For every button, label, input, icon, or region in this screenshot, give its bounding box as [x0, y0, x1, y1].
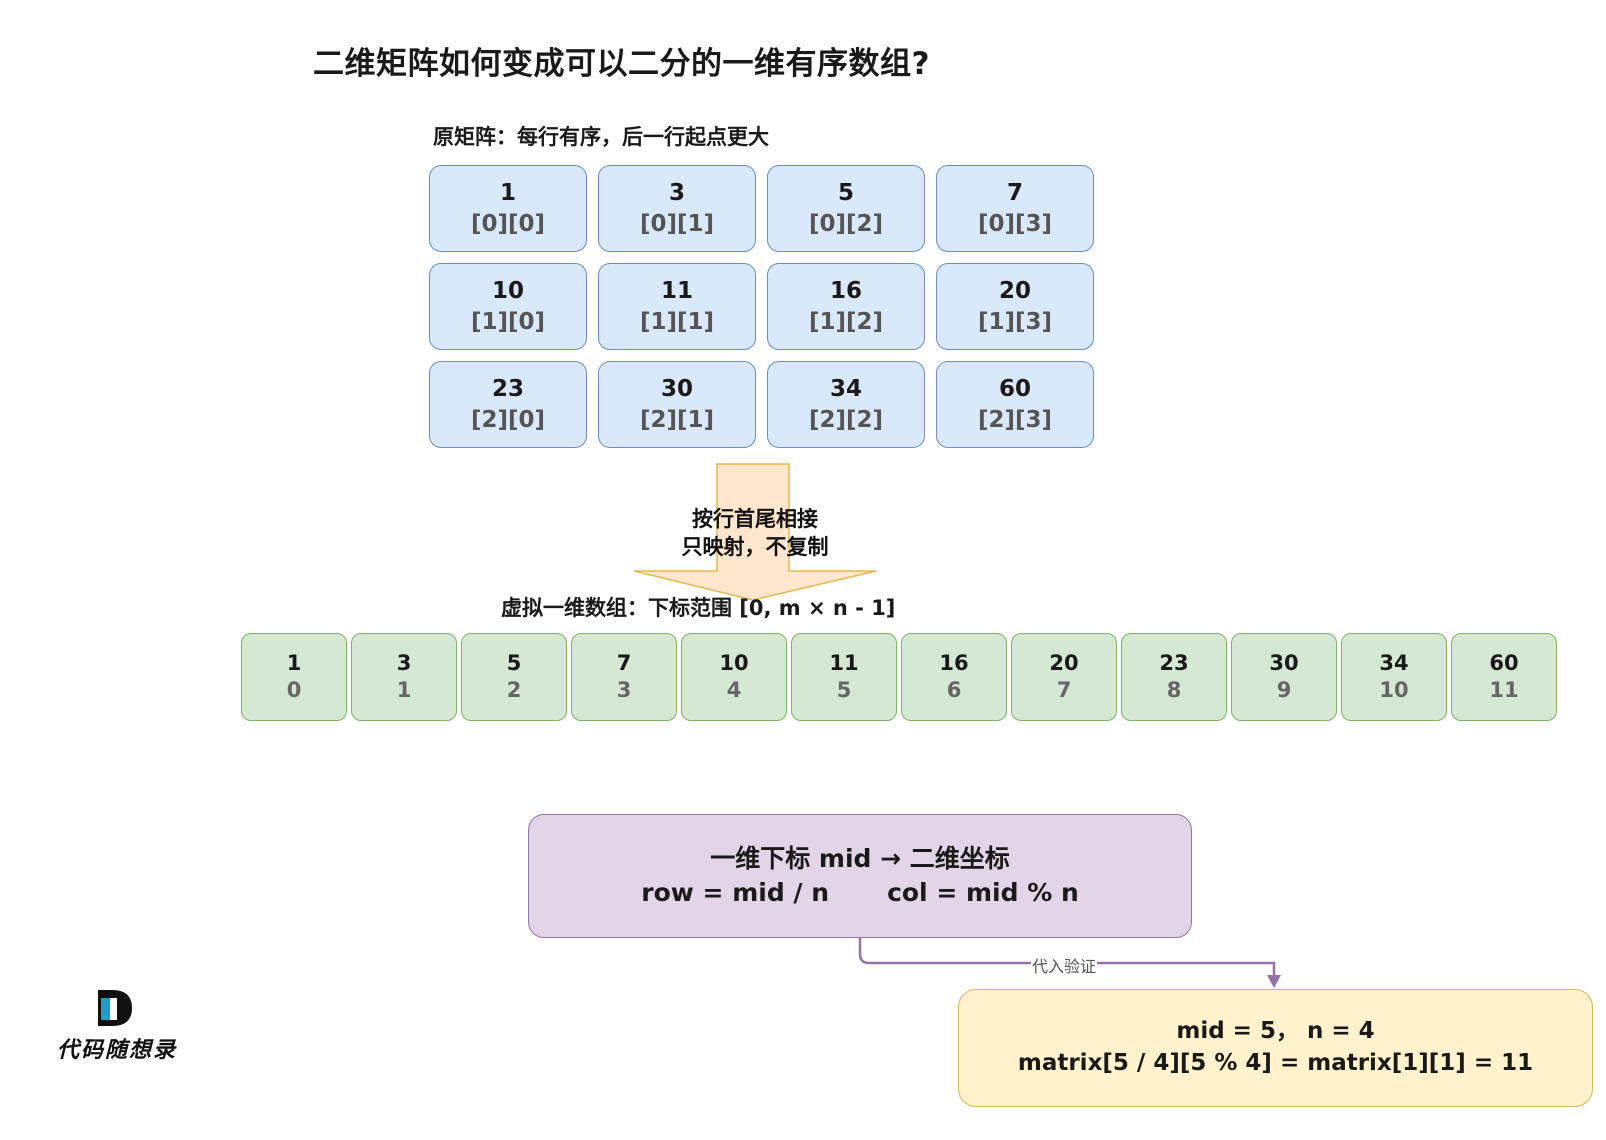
cell-index: [1][1] [639, 308, 715, 335]
array-index: 7 [1056, 678, 1072, 702]
matrix-cell: 5 [0][2] [767, 165, 925, 252]
cell-value: 23 [491, 376, 524, 403]
cell-index: [0][1] [639, 210, 715, 237]
array-index: 11 [1489, 678, 1519, 702]
matrix-cell: 16 [1][2] [767, 263, 925, 350]
array-index: 1 [396, 678, 412, 702]
down-arrow-icon [633, 463, 877, 601]
cell-value: 7 [1006, 180, 1023, 207]
array-index: 6 [946, 678, 962, 702]
array-value: 23 [1159, 650, 1189, 675]
matrix-cell: 20 [1][3] [936, 263, 1094, 350]
cell-index: [1][3] [977, 308, 1053, 335]
array-value: 11 [829, 650, 859, 675]
array-value: 20 [1049, 650, 1079, 675]
cell-index: [2][0] [470, 406, 546, 433]
array-label: 虚拟一维数组：下标范围 [0, m × n - 1] [501, 596, 896, 620]
cell-index: [0][3] [977, 210, 1053, 237]
array-index: 2 [506, 678, 522, 702]
row-formula: row = mid / n [641, 878, 830, 907]
array-index: 4 [726, 678, 742, 702]
cell-index: [1][2] [808, 308, 884, 335]
cell-value: 11 [660, 278, 693, 305]
matrix-cell: 3 [0][1] [598, 165, 756, 252]
matrix-cell: 60 [2][3] [936, 361, 1094, 448]
cell-value: 20 [998, 278, 1031, 305]
matrix-cell: 34 [2][2] [767, 361, 925, 448]
array-value: 7 [616, 650, 632, 675]
matrix-cell: 1 [0][0] [429, 165, 587, 252]
cell-index: [0][0] [470, 210, 546, 237]
array-value: 34 [1379, 650, 1409, 675]
array-value: 3 [396, 650, 412, 675]
array-value: 10 [719, 650, 749, 675]
cell-value: 16 [829, 278, 862, 305]
cell-index: [2][1] [639, 406, 715, 433]
cell-value: 1 [499, 180, 516, 207]
formula-box: 一维下标 mid → 二维坐标 row = mid / n col = mid … [528, 814, 1192, 938]
connector-label: 代入验证 [1031, 953, 1098, 977]
cell-value: 30 [660, 376, 693, 403]
cell-index: [2][3] [977, 406, 1053, 433]
logo-text: 代码随想录 [56, 1037, 177, 1063]
array-value: 30 [1269, 650, 1299, 675]
array-value: 1 [286, 650, 302, 675]
array-value: 5 [506, 650, 522, 675]
d-logo-icon [98, 990, 132, 1026]
arrow-shape [633, 463, 877, 601]
array-index: 3 [616, 678, 632, 702]
array-index: 5 [836, 678, 852, 702]
array-value: 16 [939, 650, 969, 675]
matrix-label: 原矩阵：每行有序，后一行起点更大 [433, 125, 769, 149]
example-box: mid = 5， n = 4 matrix[5 / 4][5 % 4] = ma… [958, 989, 1593, 1107]
arrow-caption-line1: 按行首尾相接 [692, 507, 818, 531]
matrix-cell: 10 [1][0] [429, 263, 587, 350]
matrix-cell: 30 [2][1] [598, 361, 756, 448]
example-line2: matrix[5 / 4][5 % 4] = matrix[1][1] = 11 [1017, 1050, 1534, 1076]
diagram-title: 二维矩阵如何变成可以二分的一维有序数组? [313, 46, 930, 82]
cell-index: [2][2] [808, 406, 884, 433]
array-value: 60 [1489, 650, 1519, 675]
connector-arrowhead-icon [1267, 975, 1281, 988]
matrix-cell: 11 [1][1] [598, 263, 756, 350]
arrow-caption-line2: 只映射，不复制 [681, 535, 829, 560]
cell-index: [1][0] [470, 308, 546, 335]
array-index: 9 [1276, 678, 1292, 702]
formula-heading: 一维下标 mid → 二维坐标 [710, 843, 1010, 873]
arrow-caption: 按行首尾相接 只映射，不复制 [645, 505, 865, 562]
cell-index: [0][2] [808, 210, 884, 237]
matrix-cell: 7 [0][3] [936, 165, 1094, 252]
array-index: 0 [286, 678, 302, 702]
array-index: 10 [1379, 678, 1409, 702]
array-index: 8 [1166, 678, 1182, 702]
cell-value: 60 [998, 376, 1031, 403]
matrix-grid: 1 [0][0] 3 [0][1] 5 [0][2] 7 [0][3] 10 [1][0]… [429, 165, 1094, 448]
cell-value: 34 [829, 376, 862, 403]
example-line1: mid = 5， n = 4 [1176, 1018, 1375, 1045]
formula-expressions: row = mid / n col = mid % n [641, 876, 1079, 911]
cell-value: 10 [491, 278, 524, 305]
cell-value: 5 [837, 180, 854, 207]
col-formula: col = mid % n [887, 878, 1079, 907]
logo: 代码随想录 [50, 990, 180, 1065]
cell-value: 3 [668, 180, 685, 207]
matrix-cell: 23 [2][0] [429, 361, 587, 448]
